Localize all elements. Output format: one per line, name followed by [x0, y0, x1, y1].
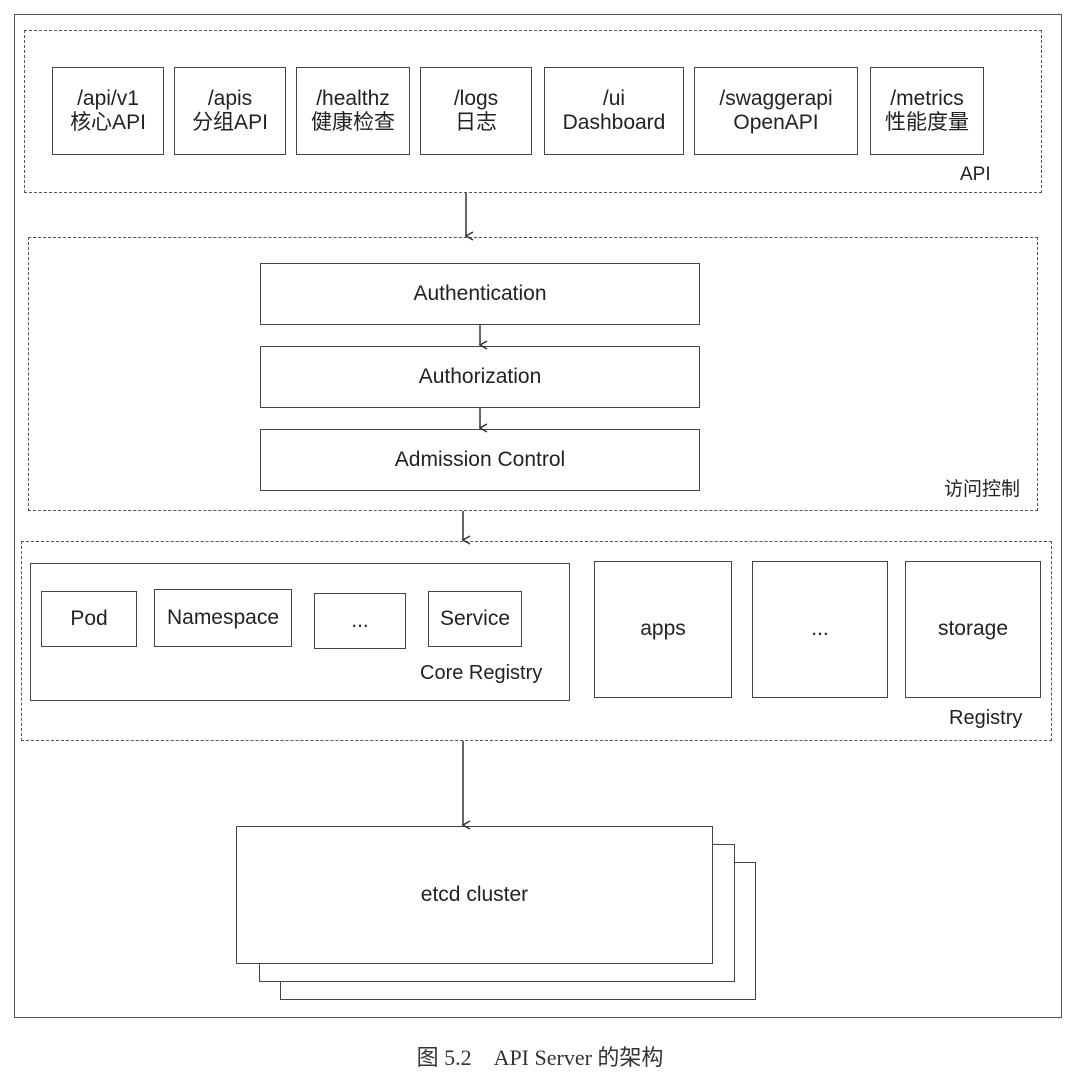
core-registry-box: [30, 563, 570, 701]
endpoint-desc: 分组API: [192, 111, 268, 134]
endpoint-apis: /apis 分组API: [174, 67, 286, 155]
diagram-frame: [14, 14, 1062, 1018]
endpoint-swaggerapi: /swaggerapi OpenAPI: [694, 67, 858, 155]
endpoint-desc: 性能度量: [885, 111, 969, 134]
endpoint-path: /healthz: [316, 86, 390, 110]
registry-group-storage: storage: [905, 561, 1041, 698]
authorization-step: Authorization: [260, 346, 700, 408]
etcd-cluster: etcd cluster: [236, 826, 713, 964]
access-control-label: 访问控制: [944, 479, 1021, 500]
figure-caption: 图 5.2 API Server 的架构: [416, 1045, 664, 1070]
endpoint-healthz: /healthz 健康检查: [296, 67, 410, 155]
endpoint-desc: 日志: [455, 111, 497, 134]
endpoint-desc: 核心API: [70, 111, 146, 134]
core-item-ellipsis: ...: [314, 593, 406, 649]
endpoint-logs: /logs 日志: [420, 67, 532, 155]
api-section: [24, 30, 1042, 193]
access-control-section: [28, 237, 1038, 511]
endpoint-path: /ui: [602, 86, 626, 110]
endpoint-desc: 健康检查: [311, 111, 395, 134]
endpoint-path: /api/v1: [77, 86, 139, 110]
core-item-namespace: Namespace: [154, 589, 292, 647]
registry-label: Registry: [949, 707, 1023, 729]
endpoint-path: /swaggerapi: [719, 86, 833, 110]
endpoint-desc: OpenAPI: [733, 111, 819, 134]
registry-group-ellipsis: ...: [752, 561, 888, 698]
core-registry-label: Core Registry: [420, 662, 543, 684]
core-item-pod: Pod: [41, 591, 137, 647]
authentication-step: Authentication: [260, 263, 700, 325]
endpoint-api-v1: /api/v1 核心API: [52, 67, 164, 155]
core-item-service: Service: [428, 591, 522, 647]
api-section-label: API: [960, 164, 991, 185]
endpoint-desc: Dashboard: [562, 111, 666, 134]
endpoint-path: /logs: [453, 86, 499, 110]
registry-group-apps: apps: [594, 561, 732, 698]
endpoint-path: /metrics: [890, 86, 964, 110]
registry-section: [21, 541, 1052, 741]
endpoint-path: /apis: [207, 86, 253, 110]
endpoint-ui: /ui Dashboard: [544, 67, 684, 155]
endpoint-metrics: /metrics 性能度量: [870, 67, 984, 155]
